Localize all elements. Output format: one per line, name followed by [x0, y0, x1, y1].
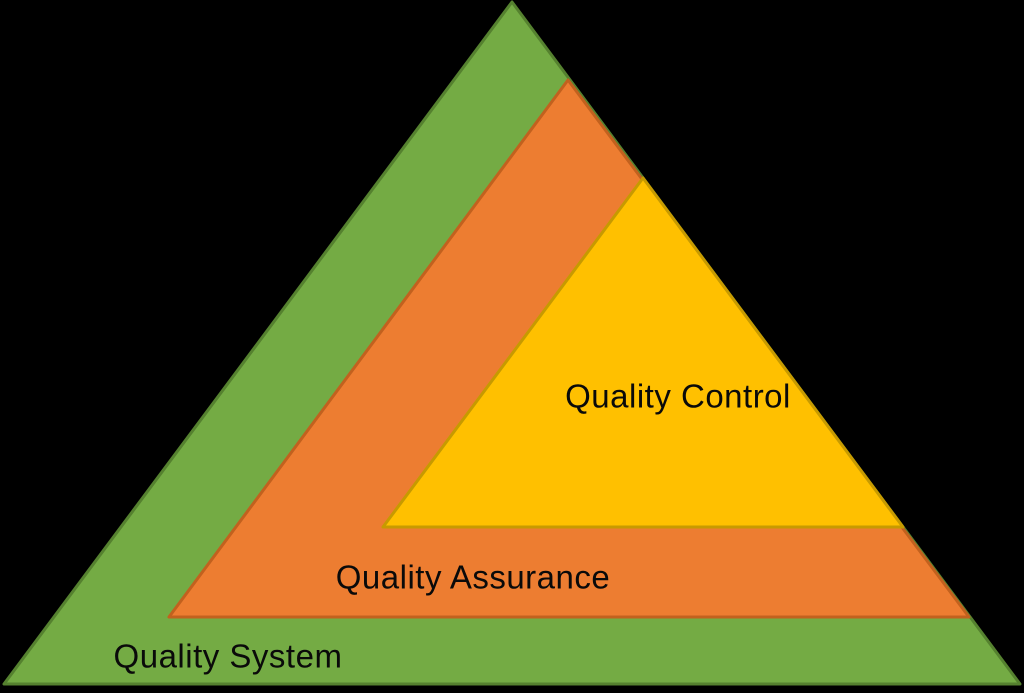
quality-control-label: Quality Control: [565, 377, 791, 415]
quality-control-triangle: [381, 176, 905, 529]
quality-assurance-label: Quality Assurance: [335, 558, 611, 596]
quality-system-label: Quality System: [113, 637, 343, 675]
